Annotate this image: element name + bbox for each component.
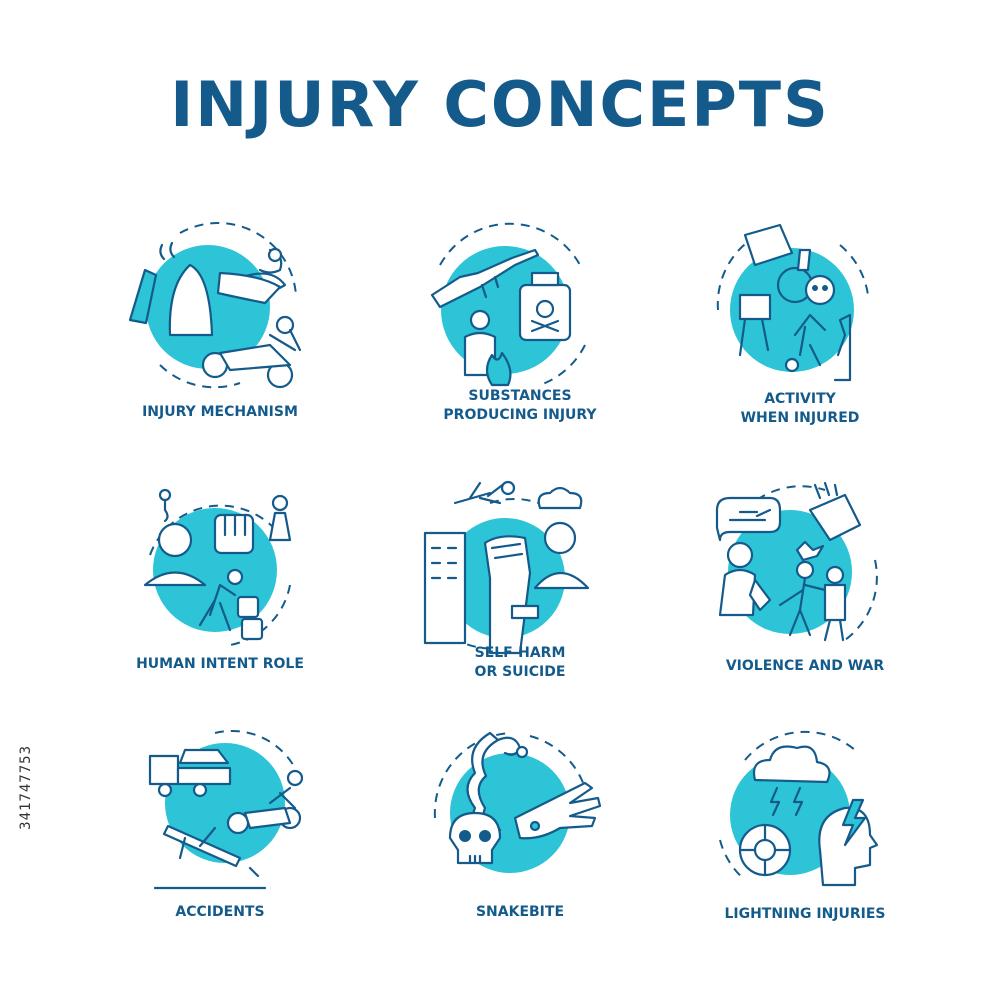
tow-truck-crash-icon <box>148 730 304 890</box>
icon-caption: SUBSTANCES PRODUCING INJURY <box>443 388 597 423</box>
page-title: INJURY CONCEPTS <box>170 68 830 141</box>
self-harm-tile: SELF-HARM OR SUICIDE <box>420 478 620 698</box>
iron-snake-motorcycle-icon <box>128 222 302 389</box>
lightning-tile: LIGHTNING INJURIES <box>705 730 905 950</box>
raised-fist-jump-icon <box>423 480 590 655</box>
rifle-poison-fire-icon <box>430 222 586 387</box>
icon-caption: HUMAN INTENT ROLE <box>136 656 304 672</box>
icon-caption: ACTIVITY WHEN INJURED <box>740 391 860 426</box>
icon-caption: VIOLENCE AND WAR <box>725 658 885 674</box>
icon-caption: INJURY MECHANISM <box>142 404 298 420</box>
injury-mechanism-tile: INJURY MECHANISM <box>120 222 320 445</box>
activity-tile: ACTIVITY WHEN INJURED <box>700 215 900 435</box>
snake-hand-skull-icon <box>433 731 602 873</box>
substances-tile: SUBSTANCES PRODUCING INJURY <box>420 222 620 445</box>
icon-caption: ACCIDENTS <box>175 904 265 920</box>
icon-caption: SNAKEBITE <box>475 904 565 920</box>
icon-caption: SELF-HARM OR SUICIDE <box>474 645 566 680</box>
violence-war-tile: VIOLENCE AND WAR <box>705 480 905 700</box>
icon-caption: LIGHTNING INJURIES <box>724 906 886 922</box>
stock-id-watermark: 341747753 <box>18 745 34 830</box>
tank-fist-soldier-icon <box>715 481 878 642</box>
accidents-tile: ACCIDENTS <box>140 728 340 948</box>
climbing-flask-skull-icon <box>716 223 869 382</box>
storm-cloud-head-icon <box>719 730 879 887</box>
human-intent-tile: HUMAN INTENT ROLE <box>120 485 320 705</box>
fist-fall-dice-icon <box>143 488 292 646</box>
snakebite-tile: SNAKEBITE <box>420 728 620 948</box>
